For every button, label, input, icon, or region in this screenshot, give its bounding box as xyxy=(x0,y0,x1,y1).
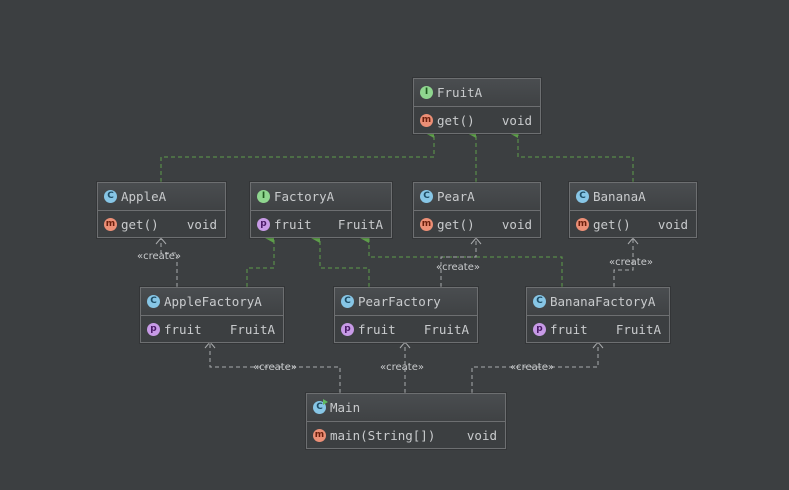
create-label-pearfactory: «create» xyxy=(380,362,424,373)
method-icon: m xyxy=(576,217,589,231)
node-header: C BananaFactoryA xyxy=(527,288,669,316)
create-label-peara: «create» xyxy=(436,262,480,273)
method-icon: m xyxy=(420,217,433,231)
member-type: FruitA xyxy=(615,321,661,337)
edge-pearfactory-implements-factorya xyxy=(311,233,370,287)
edge-bananaa-implements-fruita xyxy=(509,128,634,182)
node-title: AppleFactoryA xyxy=(164,294,262,309)
edge-applefactorya-implements-factorya xyxy=(246,233,275,287)
method-icon: m xyxy=(313,428,326,442)
edge-applea-implements-fruita xyxy=(160,128,435,182)
node-title: PearFactory xyxy=(358,294,441,309)
member-row: m get() void xyxy=(570,211,696,237)
node-applea[interactable]: C AppleA m get() void xyxy=(97,182,226,238)
node-main[interactable]: C Main m main(String[]) void xyxy=(306,393,506,449)
create-label-bananafactorya: «create» xyxy=(510,362,554,373)
node-title: Main xyxy=(330,400,361,415)
member-row: m get() void xyxy=(98,211,225,237)
edge-pearfactory-create-peara xyxy=(440,238,477,287)
property-icon: p xyxy=(257,217,270,231)
member-name: fruit xyxy=(550,321,588,337)
create-label-applefactorya: «create» xyxy=(253,362,297,373)
node-title: BananaFactoryA xyxy=(550,294,656,309)
class-icon: C xyxy=(533,295,546,308)
interface-icon: I xyxy=(420,86,433,99)
create-label-bananaa: «create» xyxy=(609,257,653,268)
member-type: void xyxy=(186,216,217,232)
class-icon: C xyxy=(104,190,117,203)
node-fruita[interactable]: I FruitA m get() void xyxy=(413,78,541,134)
member-name: get() xyxy=(437,112,475,128)
node-factorya[interactable]: I FactoryA p fruit FruitA xyxy=(250,182,392,238)
interface-icon: I xyxy=(257,190,270,203)
member-row: m get() void xyxy=(414,107,540,133)
member-type: void xyxy=(501,216,532,232)
node-peara[interactable]: C PearA m get() void xyxy=(413,182,541,238)
property-icon: p xyxy=(147,322,160,336)
member-name: get() xyxy=(437,216,475,232)
node-title: FactoryA xyxy=(274,189,335,204)
edge-main-create-bananafactorya xyxy=(471,342,599,393)
property-icon: p xyxy=(533,322,546,336)
method-icon: m xyxy=(104,217,117,231)
node-header: C Main xyxy=(307,394,505,422)
class-icon: C xyxy=(420,190,433,203)
node-title: FruitA xyxy=(437,85,483,100)
member-name: fruit xyxy=(358,321,396,337)
member-name: main(String[]) xyxy=(330,427,436,443)
member-type: FruitA xyxy=(229,321,275,337)
member-type: void xyxy=(657,216,688,232)
member-type: FruitA xyxy=(337,216,383,232)
member-name: get() xyxy=(121,216,159,232)
node-title: AppleA xyxy=(121,189,167,204)
member-name: fruit xyxy=(164,321,202,337)
node-bananaa[interactable]: C BananaA m get() void xyxy=(569,182,697,238)
method-icon: m xyxy=(420,113,433,127)
member-name: get() xyxy=(593,216,631,232)
node-header: C PearA xyxy=(414,183,540,211)
arrow-create-bananaa xyxy=(627,237,639,245)
edge-applefactorya-create-applea xyxy=(160,238,178,287)
member-name: fruit xyxy=(274,216,312,232)
member-row: m get() void xyxy=(414,211,540,237)
arrow-create-peara xyxy=(470,237,482,245)
member-row: m main(String[]) void xyxy=(307,422,505,448)
node-header: C AppleA xyxy=(98,183,225,211)
node-header: C AppleFactoryA xyxy=(141,288,283,316)
node-pearfactory[interactable]: C PearFactory p fruit FruitA xyxy=(334,287,478,343)
node-header: C PearFactory xyxy=(335,288,477,316)
node-title: PearA xyxy=(437,189,475,204)
class-icon: C xyxy=(341,295,354,308)
node-header: I FactoryA xyxy=(251,183,391,211)
property-icon: p xyxy=(341,322,354,336)
arrow-create-applea xyxy=(155,237,167,245)
member-row: p fruit FruitA xyxy=(335,316,477,342)
member-row: p fruit FruitA xyxy=(141,316,283,342)
member-type: void xyxy=(466,427,497,443)
runnable-class-icon: C xyxy=(313,399,328,414)
node-header: I FruitA xyxy=(414,79,540,107)
edge-bananafactorya-implements-factorya xyxy=(360,233,563,287)
node-header: C BananaA xyxy=(570,183,696,211)
class-icon: C xyxy=(147,295,160,308)
node-applefactorya[interactable]: C AppleFactoryA p fruit FruitA xyxy=(140,287,284,343)
class-icon: C xyxy=(576,190,589,203)
edge-bananafactorya-create-bananaa xyxy=(613,238,634,287)
node-bananafactorya[interactable]: C BananaFactoryA p fruit FruitA xyxy=(526,287,670,343)
member-row: p fruit FruitA xyxy=(527,316,669,342)
node-title: BananaA xyxy=(593,189,646,204)
member-type: FruitA xyxy=(423,321,469,337)
member-row: p fruit FruitA xyxy=(251,211,391,237)
edge-main-create-applefactorya xyxy=(209,342,341,393)
create-label-applea: «create» xyxy=(137,251,181,262)
member-type: void xyxy=(501,112,532,128)
